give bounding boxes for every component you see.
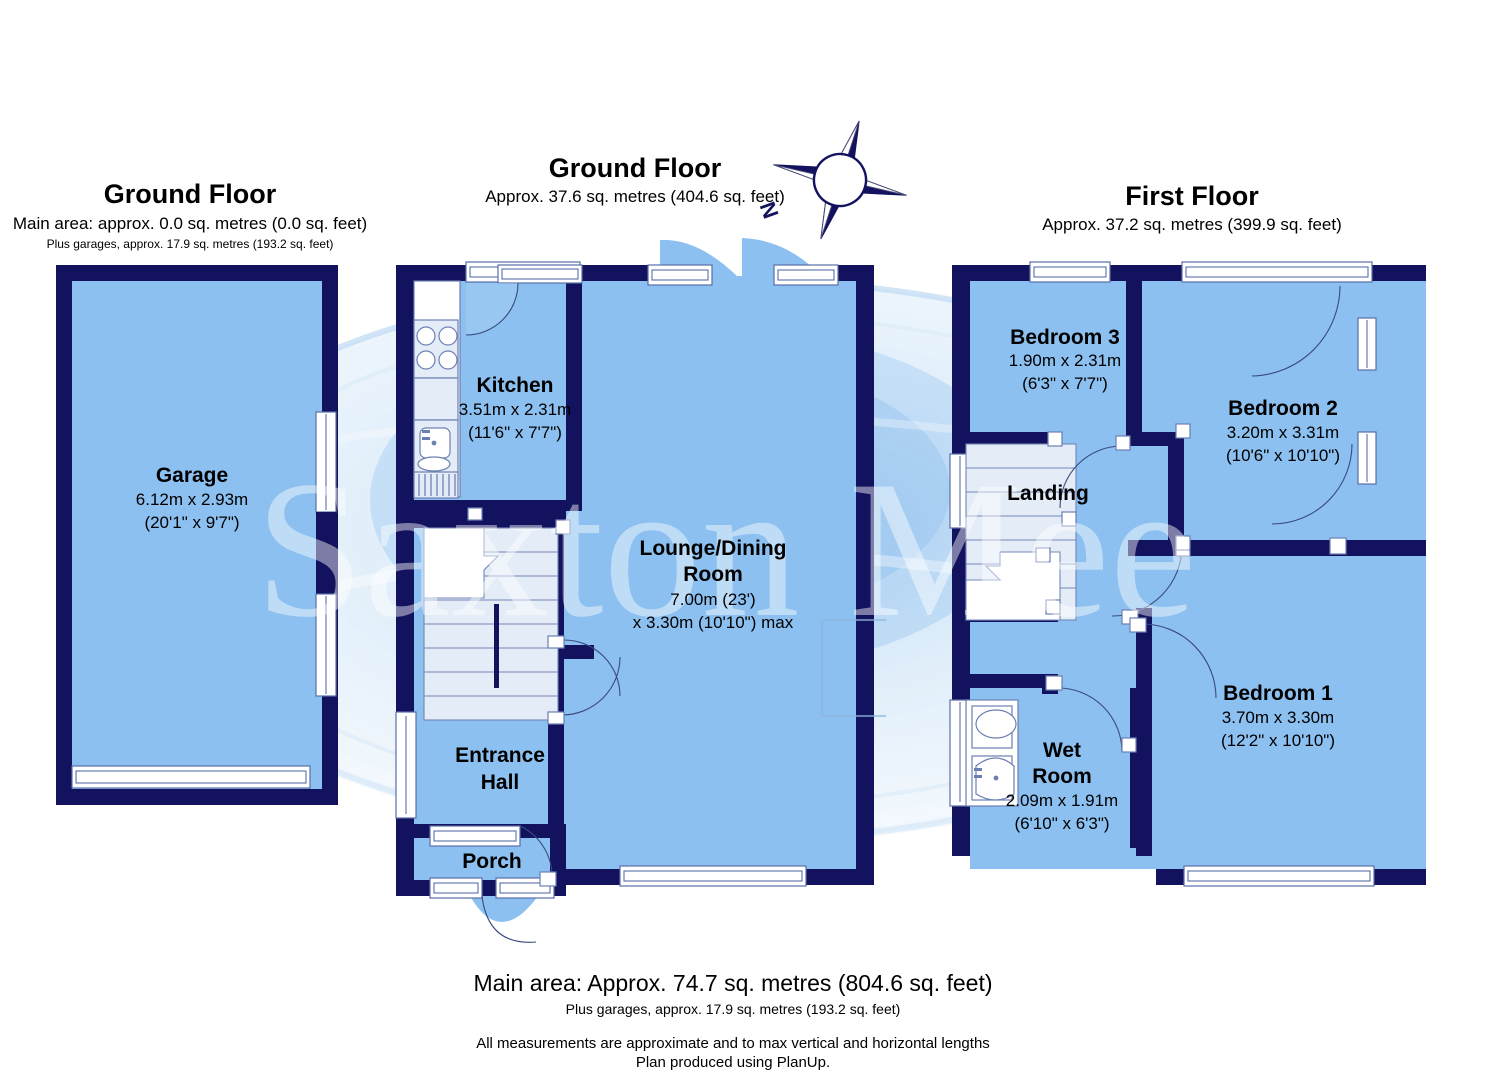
footer-main: Main area: Approx. 74.7 sq. metres (804.…	[473, 970, 992, 996]
bedroom1-metric: 3.70m x 3.30m	[1222, 708, 1334, 727]
label-garage: Garage 6.12m x 2.93m (20'1" x 9'7")	[136, 464, 248, 532]
header-left-line2: Plus garages, approx. 17.9 sq. metres (1…	[47, 237, 334, 251]
bedroom1-imperial: (12'2" x 10'10")	[1221, 731, 1335, 750]
label-bedroom1: Bedroom 1 3.70m x 3.30m (12'2" x 10'10")	[1221, 682, 1335, 750]
wetroom-metric: 2.09m x 1.91m	[1006, 791, 1118, 810]
label-wetroom: Wet Room 2.09m x 1.91m (6'10" x 6'3")	[1006, 739, 1118, 833]
kitchen-imperial: (11'6" x 7'7")	[468, 423, 562, 442]
label-porch: Porch	[462, 850, 522, 873]
label-lounge: Lounge/Dining Room 7.00m (23') x 3.30m (…	[633, 537, 794, 632]
wetroom-name-2: Room	[1032, 765, 1092, 788]
garage-name: Garage	[156, 464, 228, 487]
garage-metric: 6.12m x 2.93m	[136, 490, 248, 509]
footer-note-2: Plan produced using PlanUp.	[636, 1054, 830, 1071]
entrance-name-1: Entrance	[455, 744, 545, 767]
header-right-title: First Floor	[1125, 181, 1259, 211]
porch-name: Porch	[462, 850, 522, 873]
kitchen-name: Kitchen	[476, 374, 553, 397]
bedroom1-name: Bedroom 1	[1223, 682, 1333, 705]
first-floor-block	[949, 261, 1426, 887]
kitchen-metric: 3.51m x 2.31m	[459, 400, 571, 419]
watermark-text: Saxton Mee	[255, 441, 1197, 658]
header-center-title: Ground Floor	[549, 153, 722, 183]
label-bedroom3: Bedroom 3 1.90m x 2.31m (6'3" x 7'7")	[1009, 326, 1121, 393]
label-kitchen: Kitchen 3.51m x 2.31m (11'6" x 7'7")	[459, 374, 571, 442]
garage-imperial: (20'1" x 9'7")	[144, 513, 239, 532]
bedroom3-name: Bedroom 3	[1010, 326, 1120, 349]
header-left-line1: Main area: approx. 0.0 sq. metres (0.0 s…	[13, 214, 367, 233]
bedroom3-imperial: (6'3" x 7'7")	[1022, 374, 1108, 393]
lounge-name-1: Lounge/Dining	[640, 537, 787, 560]
header-right: First Floor Approx. 37.2 sq. metres (399…	[1042, 181, 1342, 234]
ground-floor-block	[395, 238, 886, 943]
compass-rose-icon	[773, 120, 907, 240]
header-center: Ground Floor Approx. 37.6 sq. metres (40…	[485, 153, 785, 206]
label-entrance-hall: Entrance Hall	[455, 744, 545, 794]
footer: Main area: Approx. 74.7 sq. metres (804.…	[473, 970, 992, 1071]
bedroom2-metric: 3.20m x 3.31m	[1227, 423, 1339, 442]
landing-name: Landing	[1007, 482, 1089, 505]
wetroom-name-1: Wet	[1043, 739, 1081, 762]
bedroom2-imperial: (10'6" x 10'10")	[1226, 446, 1340, 465]
header-right-line1: Approx. 37.2 sq. metres (399.9 sq. feet)	[1042, 215, 1342, 234]
footer-note-1: All measurements are approximate and to …	[476, 1035, 990, 1052]
header-left-title: Ground Floor	[104, 179, 277, 209]
footer-sub: Plus garages, approx. 17.9 sq. metres (1…	[566, 1001, 901, 1017]
lounge-metric: 7.00m (23')	[670, 590, 755, 609]
header-left: Ground Floor Main area: approx. 0.0 sq. …	[13, 179, 367, 251]
watermark-label: Saxton Mee	[255, 441, 1197, 658]
label-landing: Landing	[1007, 482, 1089, 505]
lounge-imperial: x 3.30m (10'10") max	[633, 613, 794, 632]
wetroom-imperial: (6'10" x 6'3")	[1014, 814, 1109, 833]
bedroom2-name: Bedroom 2	[1228, 397, 1338, 420]
label-bedroom2: Bedroom 2 3.20m x 3.31m (10'6" x 10'10")	[1226, 397, 1340, 465]
bedroom3-metric: 1.90m x 2.31m	[1009, 351, 1121, 370]
first-floor-stairs	[965, 443, 1077, 621]
lounge-name-2: Room	[683, 563, 743, 586]
header-center-line1: Approx. 37.6 sq. metres (404.6 sq. feet)	[485, 187, 785, 206]
ground-stairs	[423, 527, 559, 721]
garage-block	[56, 265, 338, 805]
entrance-name-2: Hall	[481, 771, 520, 794]
